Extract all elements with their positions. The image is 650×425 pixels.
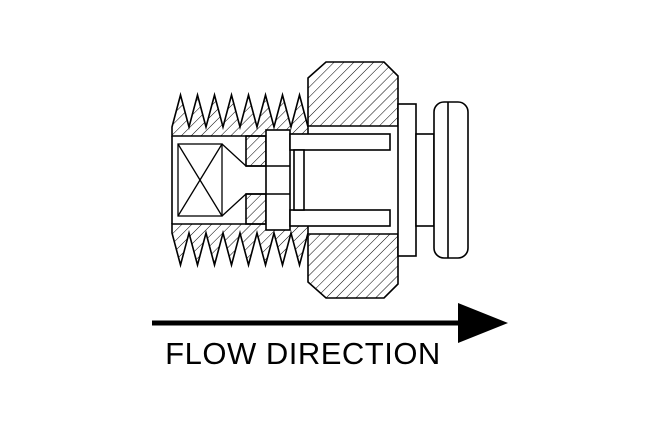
valve-seat bbox=[245, 135, 267, 225]
outlet-cap bbox=[397, 101, 469, 259]
cartridge-wall-top bbox=[289, 133, 391, 151]
socket-diagonal-2 bbox=[177, 143, 223, 217]
thread-profile-bottom bbox=[171, 223, 309, 269]
cap-neck bbox=[415, 133, 435, 227]
threaded-end bbox=[171, 91, 309, 269]
seat-web-bottom bbox=[245, 193, 267, 225]
hex-body bbox=[307, 61, 399, 299]
cap-inner-disc bbox=[397, 103, 417, 257]
arrow-head bbox=[458, 303, 508, 343]
cap-head bbox=[433, 101, 469, 259]
hex-socket-detail bbox=[177, 143, 247, 217]
cartridge-flange bbox=[265, 129, 291, 231]
flow-direction-arrow bbox=[152, 303, 508, 343]
poppet bbox=[293, 149, 305, 211]
cartridge-wall-bottom bbox=[289, 209, 391, 227]
socket-cone-bottom bbox=[221, 193, 247, 217]
hex-body-top bbox=[307, 61, 399, 127]
cartridge bbox=[246, 129, 391, 231]
socket-cone-top bbox=[221, 143, 247, 167]
hex-body-bottom bbox=[307, 233, 399, 299]
socket-outline bbox=[177, 143, 223, 217]
flow-direction-label: FLOW DIRECTION bbox=[165, 336, 441, 371]
thread-profile-top bbox=[171, 91, 309, 137]
seat-web-top bbox=[245, 135, 267, 167]
